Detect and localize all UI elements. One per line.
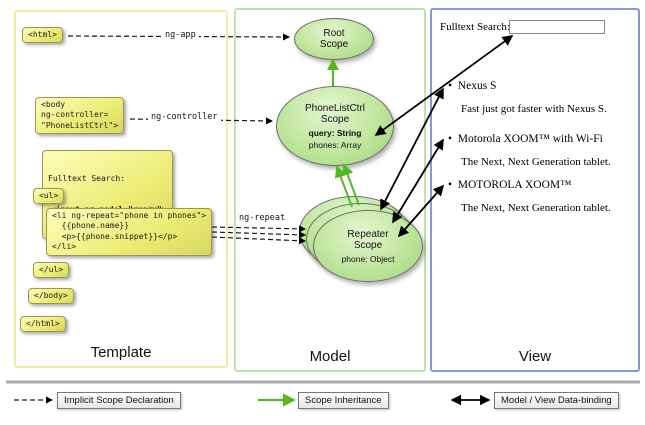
view-item-desc: The Next, Next Generation tablet. bbox=[461, 202, 611, 214]
code-ul-close: </ul> bbox=[33, 262, 70, 279]
fulltext-search-input[interactable] bbox=[509, 20, 605, 34]
view-item-desc: Fast just got faster with Nexus S. bbox=[461, 103, 607, 115]
code-ul-open: <ul> bbox=[33, 188, 65, 205]
scope-prop-phone: phone: Object bbox=[341, 253, 395, 264]
repeater-scope-ellipse: Repeater Scope phone: Object bbox=[313, 210, 423, 282]
ng-repeat-label: ng-repeat bbox=[236, 213, 289, 223]
view-item-desc: The Next, Next Generation tablet. bbox=[461, 156, 611, 168]
view-column-label: View bbox=[518, 348, 552, 365]
code-html-close: </html> bbox=[20, 316, 66, 333]
phonelistctrl-scope-label: PhoneListCtrl Scope bbox=[304, 102, 366, 126]
code-li-ngrepeat: <li ng-repeat="phone in phones"> {{phone… bbox=[46, 208, 213, 256]
model-column-label: Model bbox=[309, 348, 351, 365]
view-fulltext-label: Fulltext Search: bbox=[440, 21, 510, 33]
phonelistctrl-scope-ellipse: PhoneListCtrl Scope query: String phones… bbox=[276, 86, 394, 166]
legend-data-binding: Model / View Data-binding bbox=[494, 392, 619, 409]
root-scope-ellipse: Root Scope bbox=[294, 18, 374, 60]
view-item-title: Motorola XOOM™ with Wi-Fi bbox=[448, 133, 603, 145]
root-scope-label: Root Scope bbox=[319, 27, 349, 51]
legend-scope-inheritance: Scope Inheritance bbox=[298, 392, 389, 409]
view-item-title: MOTOROLA XOOM™ bbox=[448, 179, 572, 191]
ng-controller-label: ng-controller bbox=[148, 112, 221, 122]
code-html-open: <html> bbox=[22, 27, 63, 44]
scope-prop-query: query: String bbox=[308, 127, 362, 138]
code-body-close: </body> bbox=[28, 288, 74, 305]
ng-app-label: ng-app bbox=[162, 30, 199, 40]
code-body-open: <body ng-controller= "PhoneListCtrl"> bbox=[35, 97, 125, 135]
model-column: Model bbox=[234, 8, 426, 372]
legend-implicit-scope: Implicit Scope Declaration bbox=[57, 392, 181, 409]
template-column-label: Template bbox=[90, 344, 152, 361]
repeater-scope-label: Repeater Scope bbox=[347, 228, 389, 252]
view-item-title: Nexus S bbox=[448, 80, 497, 92]
scope-prop-phones: phones: Array bbox=[308, 139, 362, 150]
code-fulltext-label: Fulltext Search: bbox=[48, 173, 126, 183]
